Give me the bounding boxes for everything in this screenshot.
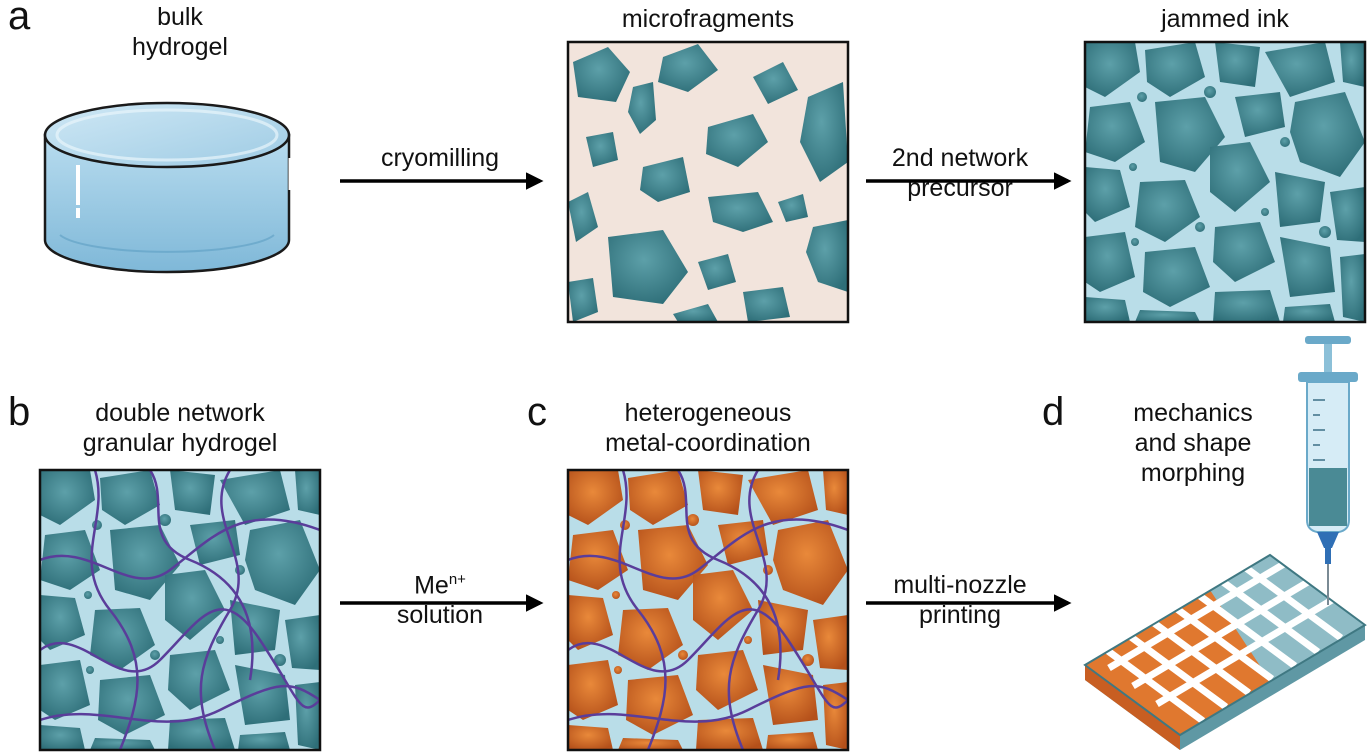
- arrow-label-men: Men+: [340, 565, 540, 600]
- title-hetero-line2: metal-coordination: [605, 429, 811, 457]
- syringe-scale: [1313, 399, 1325, 461]
- arrow-label-network-line1: 2nd network: [891, 144, 1029, 172]
- arrow-label-men-solution: Men+ solution: [340, 565, 540, 630]
- title-microfragments: microfragments: [621, 5, 795, 33]
- title-jammed-ink: jammed ink: [1161, 5, 1289, 33]
- title-mechanics: mechanics and shape morphing: [1098, 398, 1288, 488]
- printed-lattice-icon: [1083, 553, 1367, 750]
- title-double-line1: double network: [95, 399, 265, 427]
- arrow-label-multi-nozzle: multi-nozzle printing: [855, 570, 1065, 630]
- arrow-label-network-line2: precursor: [907, 174, 1013, 202]
- title-double-network: double network granular hydrogel: [40, 398, 320, 458]
- microfragments-box: [566, 40, 850, 324]
- double-network-box: [38, 468, 322, 752]
- panel-letter-c: c: [527, 390, 547, 434]
- title-bulk-hydrogel: bulk hydrogel: [100, 2, 260, 62]
- arrow-label-2nd-network: 2nd network precursor: [855, 143, 1065, 203]
- jammed-ink-box: [1083, 40, 1367, 324]
- hydrogel-cylinder-icon: [43, 101, 292, 274]
- heterogeneous-box: [566, 468, 850, 752]
- title-hetero-line1: heterogeneous: [624, 399, 792, 427]
- men-base: Me: [414, 571, 449, 600]
- lattice-cells: [1105, 554, 1344, 724]
- title-double-line2: granular hydrogel: [82, 429, 278, 457]
- title-mech-line3: morphing: [1140, 459, 1246, 487]
- syringe-icon: [1298, 336, 1358, 605]
- title-bulk-line1: bulk: [157, 3, 203, 31]
- arrow-label-cryomilling: cryomilling: [380, 144, 500, 172]
- arrow-label-solution: solution: [396, 601, 484, 630]
- polymer-chains-c: [568, 470, 848, 750]
- panel-letter-a: a: [8, 0, 31, 38]
- title-mech-line2: and shape: [1134, 429, 1252, 457]
- title-heterogeneous: heterogeneous metal-coordination: [560, 398, 856, 458]
- arrow-label-nozzle-line1: multi-nozzle: [893, 571, 1027, 599]
- panel-letter-b: b: [8, 390, 31, 434]
- men-superscript: n+: [448, 571, 466, 588]
- panel-letter-d: d: [1042, 390, 1065, 434]
- arrow-label-nozzle-line2: printing: [919, 601, 1001, 629]
- title-bulk-line2: hydrogel: [132, 33, 228, 61]
- title-mech-line1: mechanics: [1133, 399, 1253, 427]
- polymer-chains-b: [40, 470, 320, 750]
